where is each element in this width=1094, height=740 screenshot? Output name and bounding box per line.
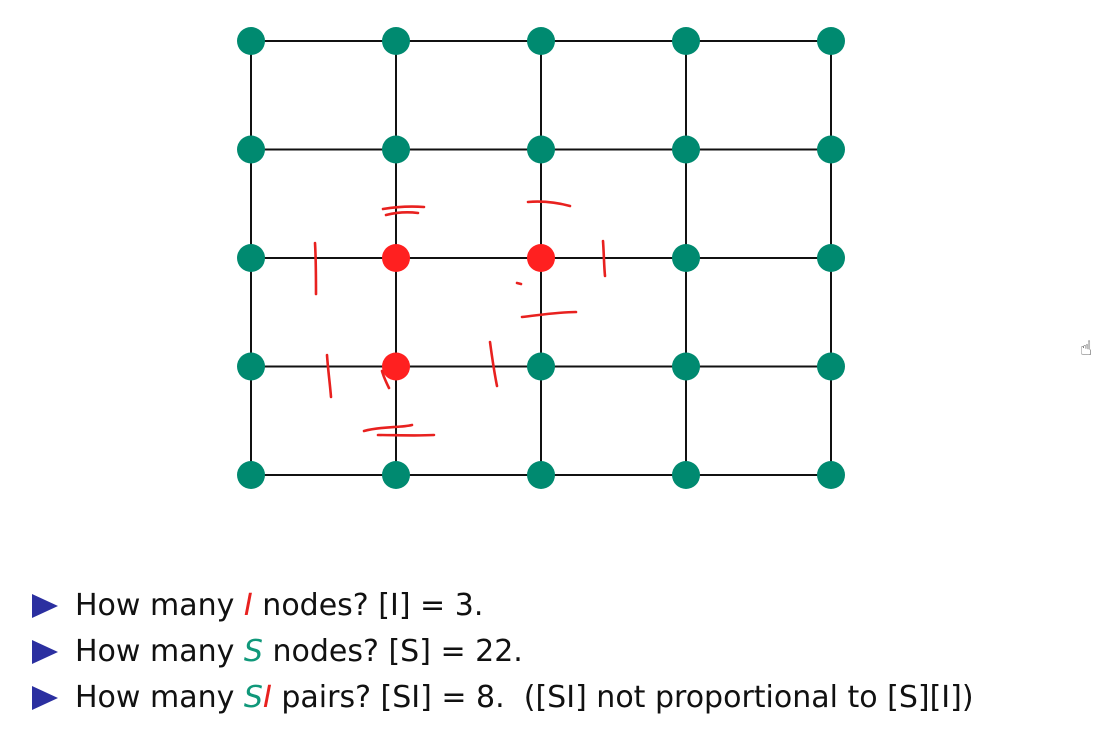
handwritten-annotations [313, 200, 607, 437]
susceptible-node [817, 352, 845, 381]
i-count-expression: [I] = 3. [378, 588, 484, 623]
annotation-mark [526, 200, 572, 208]
annotation-mark [362, 423, 436, 437]
infected-node [382, 244, 410, 272]
susceptible-node [237, 244, 265, 272]
bullet-i-nodes: How many I nodes? [I] = 3. [32, 583, 974, 629]
si-count-expression: [SI] = 8. [380, 680, 505, 715]
susceptible-node [527, 27, 555, 55]
proportionality-note: ([SI] not proportional to [S][I]) [523, 680, 974, 715]
susceptible-node [672, 352, 700, 381]
s-count-expression: [S] = 22. [388, 634, 523, 669]
susceptible-node [237, 135, 265, 164]
susceptible-node [817, 461, 845, 489]
bullet-s-nodes: How many S nodes? [S] = 22. [32, 629, 974, 675]
susceptible-node [527, 352, 555, 381]
susceptible-node [527, 135, 555, 164]
susceptible-node [527, 461, 555, 489]
annotation-mark [381, 205, 426, 217]
susceptible-node [817, 244, 845, 272]
network-grid [237, 27, 845, 489]
annotation-mark [601, 239, 607, 278]
bullet-triangle-icon [32, 594, 58, 618]
susceptible-node [382, 461, 410, 489]
infected-node [382, 352, 410, 381]
question-list: How many I nodes? [I] = 3. How many S no… [32, 583, 974, 721]
susceptible-node [237, 27, 265, 55]
bullet-triangle-icon [32, 640, 58, 664]
grid-nodes [237, 27, 845, 489]
bullet-triangle-icon [32, 686, 58, 710]
susceptible-node [817, 135, 845, 164]
annotation-mark [380, 369, 391, 390]
symbol-i: I [243, 588, 253, 623]
susceptible-node [382, 27, 410, 55]
susceptible-node [672, 135, 700, 164]
hand-cursor-icon: ☝ [1080, 336, 1093, 360]
symbol-s: S [243, 680, 263, 715]
infected-node [527, 244, 555, 272]
susceptible-node [237, 352, 265, 381]
symbol-i: I [262, 680, 272, 715]
susceptible-node [672, 461, 700, 489]
susceptible-node [817, 27, 845, 55]
susceptible-node [237, 461, 265, 489]
susceptible-node [672, 244, 700, 272]
annotation-mark [520, 310, 578, 319]
susceptible-node [382, 135, 410, 164]
susceptible-node [672, 27, 700, 55]
annotation-mark [488, 340, 499, 388]
grid-edges [250, 40, 832, 476]
annotation-mark [325, 353, 333, 399]
annotation-mark [515, 281, 523, 286]
symbol-s: S [243, 634, 263, 669]
annotation-mark [313, 241, 318, 296]
